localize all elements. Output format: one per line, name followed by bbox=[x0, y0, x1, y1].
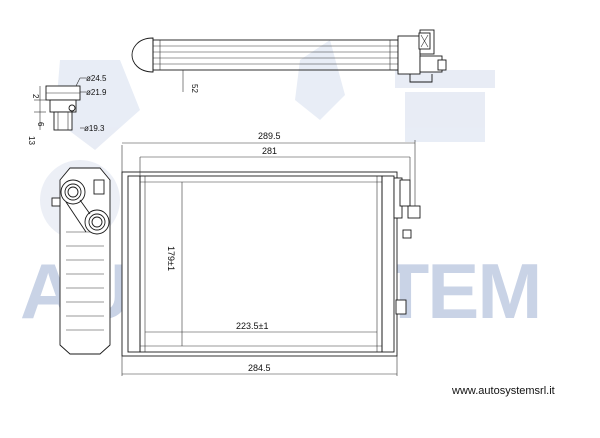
dim-side-3: 13 bbox=[27, 136, 36, 145]
dim-overall-width: 289.5 bbox=[258, 131, 281, 141]
dim-side-2: 6 bbox=[36, 122, 45, 127]
pipe-section-detail: ø24.5 ø21.9 ø19.3 2 6 13 bbox=[27, 74, 107, 145]
side-tank-view bbox=[51, 167, 111, 355]
dim-pipe-d1: ø24.5 bbox=[86, 74, 107, 83]
dim-core-length: 223.5±1 bbox=[236, 321, 268, 331]
core-front-view: 289.5 281 179±1 223.5±1 284.5 bbox=[121, 131, 421, 376]
dim-core-height: 179±1 bbox=[166, 246, 176, 271]
website-url: www.autosystemsrl.it bbox=[451, 385, 555, 397]
dim-side-1: 2 bbox=[31, 94, 40, 99]
dim-tube-offset: 52 bbox=[190, 84, 199, 93]
dim-pipe-d3: ø19.3 bbox=[84, 124, 105, 133]
dim-core-inner: 281 bbox=[262, 146, 277, 156]
dim-pipe-d2: ø21.9 bbox=[86, 88, 107, 97]
dim-bottom-width: 284.5 bbox=[248, 363, 271, 373]
top-tube-view: 52 bbox=[131, 29, 447, 93]
